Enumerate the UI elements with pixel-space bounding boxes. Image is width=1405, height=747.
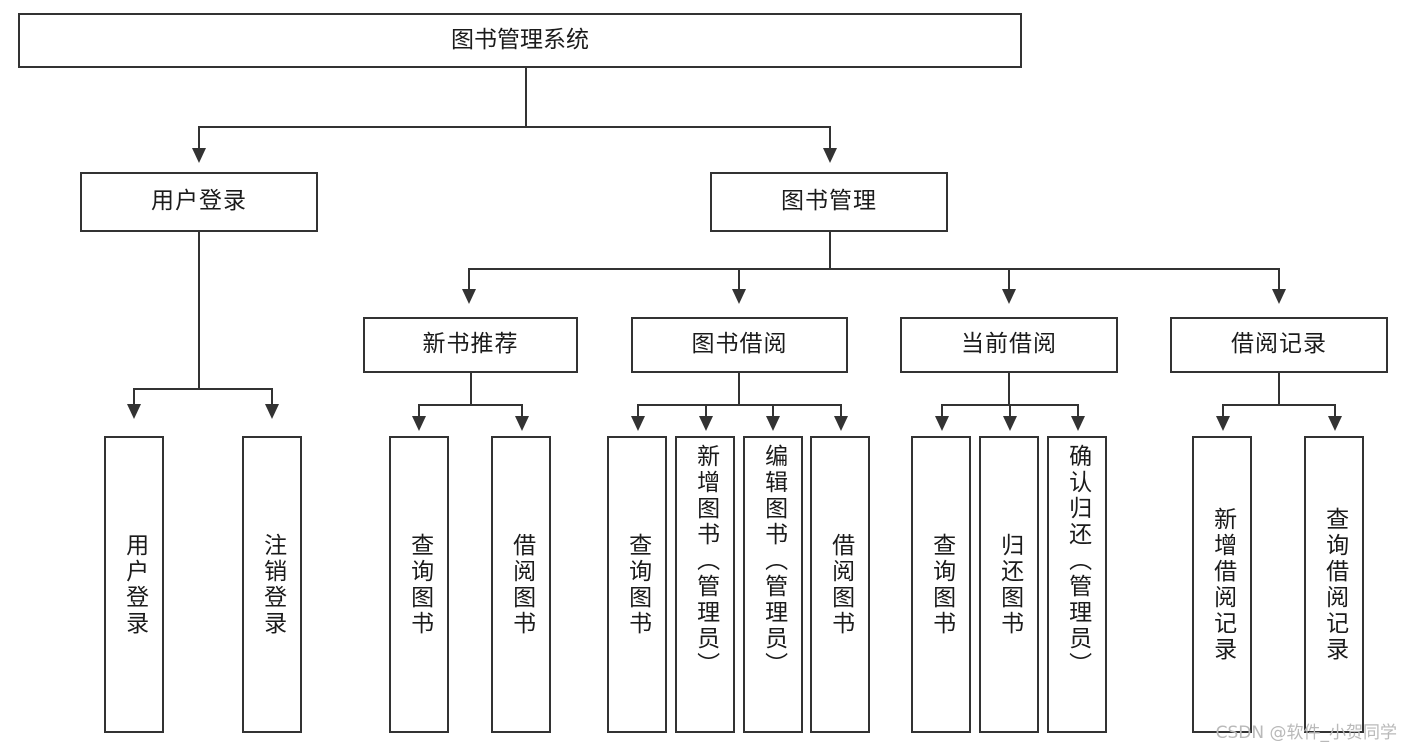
arrowhead-book-borrow-child-3 [766,416,780,431]
connector-user-login-stem [198,232,200,390]
leaf-current-borrow-confirm-admin[interactable]: 确认归还（管理员） [1047,436,1107,733]
connector-current-borrow-child-2 [1009,404,1011,418]
connector-book-mgmt-child-2 [738,268,740,291]
leaf-current-borrow-return[interactable]: 归还图书 [979,436,1039,733]
node-book-borrow[interactable]: 图书借阅 [631,317,848,373]
connector-user-login-child-1 [133,388,135,406]
arrowhead-current-borrow-child-2 [1003,416,1017,431]
arrowhead-book-mgmt-child-4 [1272,289,1286,304]
connector-book-mgmt-child-1 [468,268,470,291]
arrowhead-borrow-record-child-1 [1216,416,1230,431]
arrowhead-current-borrow-child-3 [1071,416,1085,431]
connector-root-to-book-mgmt [829,126,831,150]
connector-book-mgmt-child-4 [1278,268,1280,291]
arrowhead-user-login-child-1 [127,404,141,419]
connector-user-login-bus [133,388,271,390]
connector-new-book-child-1 [418,404,420,418]
node-new-book-recommend[interactable]: 新书推荐 [363,317,578,373]
connector-book-borrow-bus [637,404,841,406]
arrowhead-book-mgmt-child-3 [1002,289,1016,304]
connector-book-borrow-child-4 [840,404,842,418]
connector-root-bus [198,126,830,128]
connector-current-borrow-stem [1008,373,1010,406]
connector-book-borrow-child-3 [772,404,774,418]
node-root-system[interactable]: 图书管理系统 [18,13,1022,68]
leaf-borrow-record-query[interactable]: 查询借阅记录 [1304,436,1364,733]
leaf-current-borrow-query[interactable]: 查询图书 [911,436,971,733]
arrowhead-new-book-child-2 [515,416,529,431]
arrowhead-root-to-user-login [192,148,206,163]
arrowhead-borrow-record-child-2 [1328,416,1342,431]
watermark-text: CSDN @软件_小贺同学 [1215,723,1397,743]
connector-root-stem [525,68,527,126]
connector-new-book-bus [418,404,522,406]
arrowhead-current-borrow-child-1 [935,416,949,431]
node-borrow-record[interactable]: 借阅记录 [1170,317,1388,373]
arrowhead-new-book-child-1 [412,416,426,431]
leaf-book-borrow-query[interactable]: 查询图书 [607,436,667,733]
node-book-management[interactable]: 图书管理 [710,172,948,232]
connector-book-mgmt-bus [468,268,1280,270]
connector-new-book-child-2 [521,404,523,418]
connector-book-borrow-child-2 [705,404,707,418]
leaf-user-login-logout[interactable]: 注销登录 [242,436,302,733]
connector-user-login-child-2 [271,388,273,406]
arrowhead-book-borrow-child-2 [699,416,713,431]
connector-borrow-record-child-1 [1222,404,1224,418]
arrowhead-book-borrow-child-4 [834,416,848,431]
leaf-new-book-query[interactable]: 查询图书 [389,436,449,733]
connector-current-borrow-child-3 [1077,404,1079,418]
arrowhead-book-mgmt-child-1 [462,289,476,304]
connector-book-mgmt-child-3 [1008,268,1010,291]
arrowhead-book-borrow-child-1 [631,416,645,431]
leaf-book-borrow-edit-admin[interactable]: 编辑图书（管理员） [743,436,803,733]
leaf-book-borrow-add-admin[interactable]: 新增图书（管理员） [675,436,735,733]
connector-root-to-user-login [198,126,200,150]
leaf-book-borrow-borrow[interactable]: 借阅图书 [810,436,870,733]
connector-borrow-record-child-2 [1334,404,1336,418]
leaf-borrow-record-add[interactable]: 新增借阅记录 [1192,436,1252,733]
connector-borrow-record-stem [1278,373,1280,406]
arrowhead-book-mgmt-child-2 [732,289,746,304]
connector-current-borrow-child-1 [941,404,943,418]
connector-new-book-stem [470,373,472,406]
node-user-login[interactable]: 用户登录 [80,172,318,232]
connector-book-borrow-child-1 [637,404,639,418]
leaf-user-login-login[interactable]: 用户登录 [104,436,164,733]
leaf-new-book-borrow[interactable]: 借阅图书 [491,436,551,733]
arrowhead-user-login-child-2 [265,404,279,419]
connector-book-mgmt-stem [829,232,831,270]
connector-borrow-record-bus [1222,404,1335,406]
arrowhead-root-to-book-mgmt [823,148,837,163]
connector-book-borrow-stem [738,373,740,406]
node-current-borrow[interactable]: 当前借阅 [900,317,1118,373]
